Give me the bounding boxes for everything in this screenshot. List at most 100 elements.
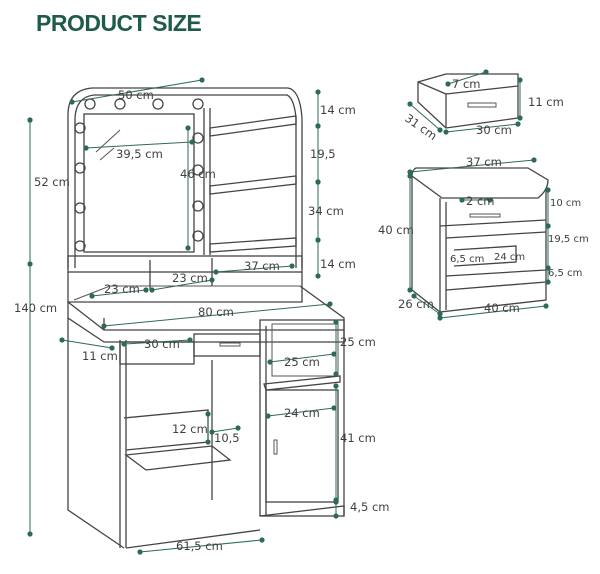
- label-stool-drawer-height: 2 cm: [466, 194, 495, 208]
- dimension-endpoint: [515, 121, 521, 127]
- dimension-endpoint: [187, 337, 193, 343]
- dimension-endpoint: [185, 125, 191, 131]
- label-stool-depth: 26 cm: [398, 297, 434, 311]
- dimension-line: [409, 103, 441, 131]
- dimension-endpoint: [259, 537, 265, 543]
- dimension-endpoint: [483, 69, 489, 75]
- label-stool-width: 37 cm: [466, 155, 502, 169]
- label-cubby-mid: 23 cm: [172, 271, 208, 285]
- cabinet-door: [265, 389, 339, 503]
- label-plinth-height: 4,5 cm: [350, 500, 389, 514]
- label-drawer-box-side: 11 cm: [528, 95, 564, 109]
- dimension-line: [447, 71, 487, 85]
- label-base-width: 61,5 cm: [176, 539, 223, 553]
- label-stool-plinth: 6,5 cm: [548, 268, 582, 279]
- dimension-endpoint: [333, 319, 339, 325]
- dimension-line: [85, 141, 193, 149]
- dimension-endpoint: [205, 439, 211, 445]
- dimension-endpoint: [149, 287, 155, 293]
- label-door-width: 24 cm: [284, 406, 320, 420]
- label-stool-shelf-height: 19,5 cm: [548, 234, 589, 245]
- label-open-shelf-height: 25 cm: [340, 335, 376, 349]
- dimension-line: [91, 289, 147, 297]
- dimension-endpoint: [327, 301, 333, 307]
- label-stool-height: 40 cm: [378, 223, 414, 237]
- dimension-endpoint: [69, 99, 75, 105]
- dimension-endpoint: [333, 513, 339, 519]
- dimension-endpoint: [315, 273, 321, 279]
- dimension-endpoint: [101, 323, 107, 329]
- dimension-endpoint: [487, 197, 493, 203]
- dimension-endpoint: [545, 265, 551, 271]
- label-shelf-mid: 19,5: [310, 147, 336, 161]
- dimension-endpoint: [209, 429, 215, 435]
- label-desk-depth: 11 cm: [82, 349, 118, 363]
- label-stool-base-width: 40 cm: [484, 301, 520, 315]
- dimension-labels: 50 cm 39,5 cm 46 cm 52 cm 140 cm 14 cm 1…: [14, 77, 589, 553]
- dimension-line: [61, 339, 113, 349]
- dimension-endpoint: [189, 139, 195, 145]
- label-cabinet-height: 41 cm: [340, 431, 376, 445]
- dimension-endpoint: [445, 81, 451, 87]
- dimension-endpoint: [459, 197, 465, 203]
- dimension-line: [211, 427, 239, 433]
- dimension-endpoint: [545, 279, 551, 285]
- label-vanity-top-width: 50 cm: [118, 88, 154, 102]
- dimension-endpoint: [205, 411, 211, 417]
- mirror: [83, 113, 195, 253]
- dimension-endpoint: [27, 531, 33, 537]
- dimension-line: [151, 279, 213, 291]
- label-drawer-box-depth: 31 cm: [402, 111, 439, 143]
- dimension-endpoint: [437, 315, 443, 321]
- dimension-endpoint: [407, 101, 413, 107]
- dimension-endpoint: [89, 293, 95, 299]
- dimension-line: [139, 539, 263, 553]
- dimension-endpoint: [333, 499, 339, 505]
- label-footrest-height: 12 cm: [172, 422, 208, 436]
- label-shelf-low: 34 cm: [308, 204, 344, 218]
- dimension-endpoint: [315, 89, 321, 95]
- dimension-endpoint: [185, 245, 191, 251]
- dimension-endpoint: [137, 549, 143, 555]
- label-drawer-width: 30 cm: [144, 337, 180, 351]
- dimension-line: [71, 79, 203, 103]
- dimension-endpoint: [27, 117, 33, 123]
- vanity-table-drawing: [67, 87, 345, 549]
- dimension-endpoint: [109, 345, 115, 351]
- dimension-endpoint: [333, 371, 339, 377]
- dimension-endpoint: [315, 123, 321, 129]
- dimension-endpoint: [235, 425, 241, 431]
- dimension-endpoint: [199, 77, 205, 83]
- dimension-endpoint: [531, 157, 537, 163]
- desk-drawer-right: [193, 333, 261, 357]
- dimension-endpoint: [209, 277, 215, 283]
- label-open-shelf-width: 25 cm: [284, 355, 320, 369]
- dimension-line: [123, 339, 191, 345]
- label-mirror-height: 46 cm: [180, 167, 216, 181]
- dimension-line: [409, 159, 535, 173]
- dimension-endpoint: [437, 311, 443, 317]
- dimension-endpoint: [437, 127, 443, 133]
- dimension-endpoint: [265, 413, 271, 419]
- dimension-endpoint: [121, 341, 127, 347]
- label-shelf-top: 14 cm: [320, 103, 356, 117]
- dimension-endpoint: [83, 145, 89, 151]
- dimension-endpoint: [331, 405, 337, 411]
- stool-drawing: [411, 167, 549, 313]
- dimension-line: [413, 295, 441, 315]
- dimension-endpoint: [443, 129, 449, 135]
- dimension-endpoint: [333, 383, 339, 389]
- dimension-endpoint: [213, 269, 219, 275]
- dimension-line: [103, 303, 331, 327]
- dimension-endpoint: [315, 237, 321, 243]
- label-shelf-bottom: 14 cm: [320, 257, 356, 271]
- label-drawer-box-height: 7 cm: [452, 77, 481, 91]
- label-stool-shelf-width: 24 cm: [494, 252, 525, 263]
- label-mirror-section-height: 52 cm: [34, 175, 70, 189]
- dimension-endpoint: [517, 115, 523, 121]
- dimension-line: [269, 353, 335, 363]
- label-desk-width: 80 cm: [198, 305, 234, 319]
- dimension-endpoint: [545, 187, 551, 193]
- dimension-lines: [27, 69, 551, 555]
